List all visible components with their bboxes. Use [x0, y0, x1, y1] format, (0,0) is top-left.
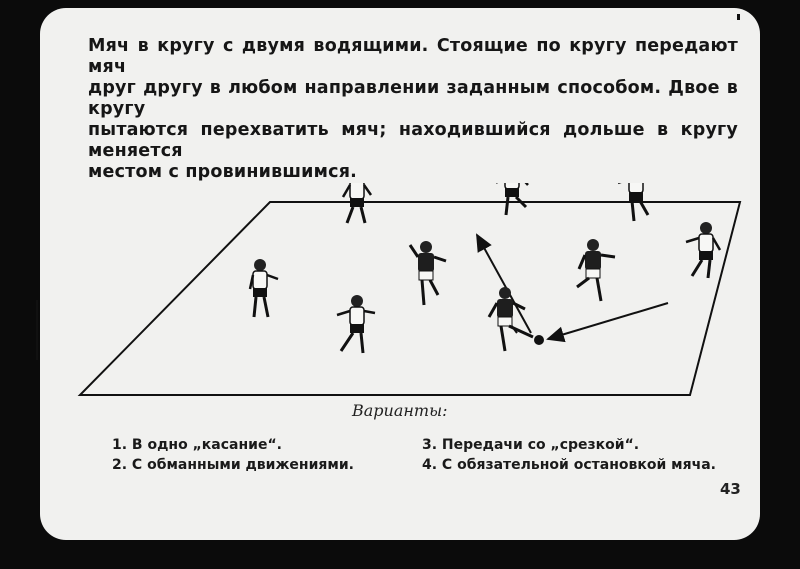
page-number: 43	[720, 480, 741, 498]
variant-item: 3. Передачи со „срезкой“.	[422, 437, 640, 453]
description-line: местом с провинившимся.	[88, 162, 357, 182]
variants-list: 3. Передачи со „срезкой“. 4. С обязатель…	[422, 435, 716, 475]
player-light-icon	[618, 183, 650, 222]
player-dark-icon	[487, 287, 534, 352]
player-light-icon	[336, 295, 376, 354]
variants-list: 1. В одно „касание“. 2. С обманными движ…	[112, 435, 354, 475]
filmstrip-frame: Мяч в кругу с двумя водящими. Стоящие по…	[40, 8, 760, 540]
pass-arrow	[476, 233, 532, 334]
pass-arrow	[546, 302, 669, 343]
variant-item: 2. С обманными движениями.	[112, 457, 354, 473]
variant-item: 4. С обязательной остановкой мяча.	[422, 457, 716, 473]
player-dark-icon	[576, 239, 616, 302]
player-light-icon	[341, 183, 373, 224]
player-light-icon	[496, 183, 529, 216]
description-line: Мяч в кругу с двумя водящими. Стоящие по…	[88, 36, 738, 77]
player-dark-icon	[408, 241, 447, 306]
playing-field	[77, 201, 742, 396]
film-scratch	[737, 14, 740, 20]
variant-item: 1. В одно „касание“.	[112, 437, 282, 453]
variants-heading: Варианты:	[352, 401, 448, 420]
description-line: пытаются перехватить мяч; находившийся д…	[88, 120, 738, 161]
ball-icon	[534, 335, 544, 345]
player-light-icon	[248, 259, 279, 318]
exercise-description: Мяч в кругу с двумя водящими. Стоящие по…	[88, 36, 738, 183]
game-illustration	[77, 183, 742, 396]
player-light-icon	[685, 222, 722, 279]
description-line: друг другу в любом направлении заданным …	[88, 78, 738, 119]
film-scratch	[36, 300, 38, 360]
